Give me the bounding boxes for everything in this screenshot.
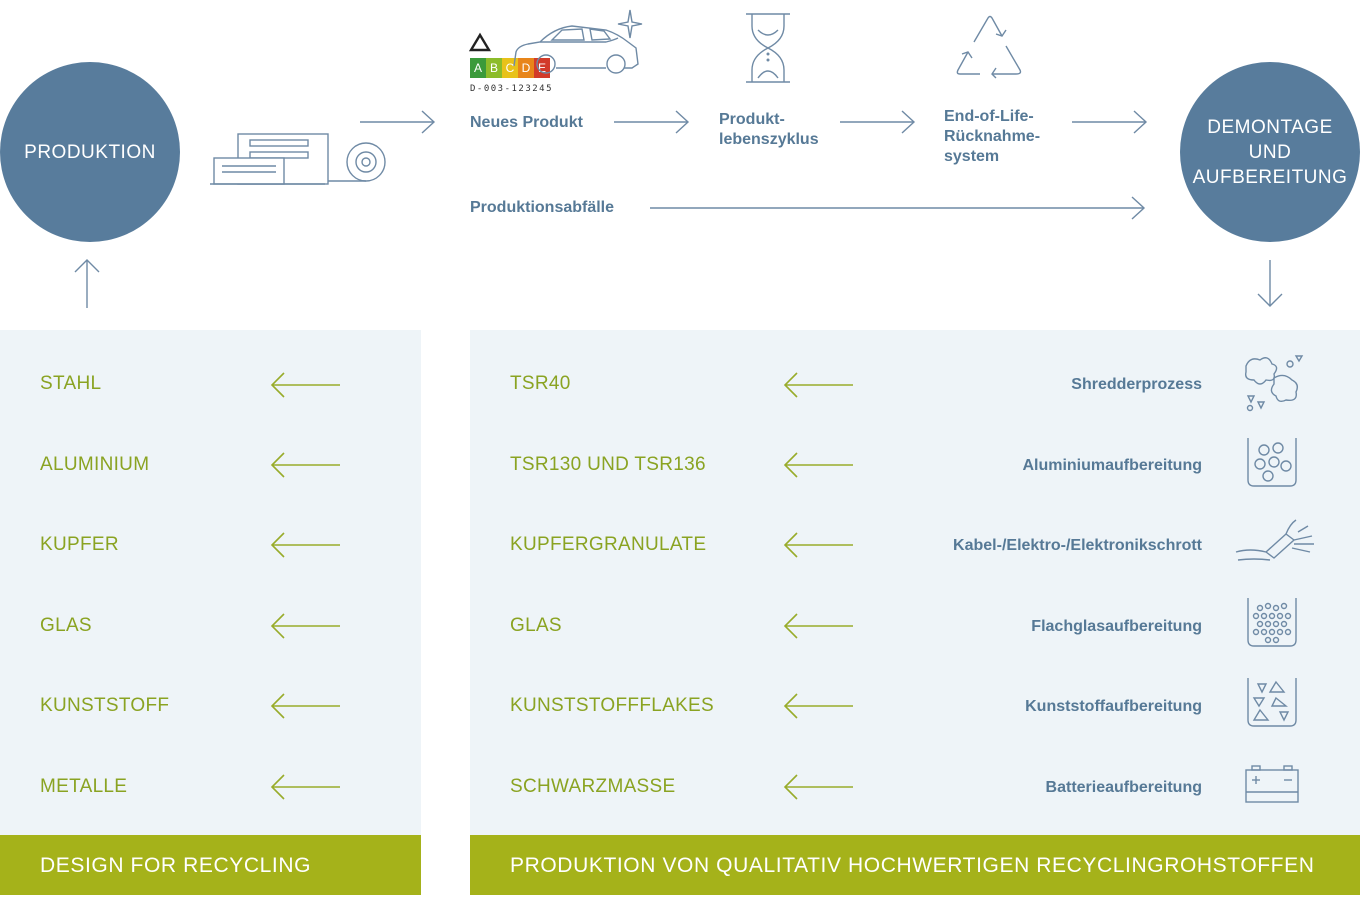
plastic-beaker-icon — [1247, 678, 1297, 727]
arrow-left-icon — [270, 774, 340, 800]
arrow-right-icon — [614, 110, 690, 134]
right-material-panel — [470, 330, 1360, 835]
right-material-item: SCHWARZMASSE — [510, 776, 676, 797]
arrow-left-icon — [783, 372, 853, 398]
flow-label-produktionsabfaelle: Produktionsabfälle — [470, 199, 615, 216]
car-icon — [513, 9, 643, 74]
arrow-left-icon — [783, 693, 853, 719]
aluminium-beaker-icon — [1247, 438, 1297, 487]
right-material-item: TSR40 — [510, 373, 571, 394]
arrow-down-icon — [1257, 260, 1283, 307]
right-material-item: KUNSTSTOFFFLAKES — [510, 695, 714, 716]
right-material-item: KUPFERGRANULATE — [510, 534, 707, 555]
flat-glass-beaker-icon — [1247, 598, 1297, 647]
left-material-item: METALLE — [40, 776, 128, 797]
energy-grade-a: A — [470, 58, 486, 78]
arrow-left-icon — [270, 452, 340, 478]
arrow-left-icon — [783, 532, 853, 558]
arrow-left-icon — [783, 774, 853, 800]
demontage-circle: DEMONTAGE UND AUFBEREITUNG — [1180, 62, 1360, 242]
process-label: Kabel-/Elektro-/Elektronikschrott — [953, 537, 1202, 554]
long-arrow-right-icon — [650, 196, 1146, 220]
hourglass-icon — [746, 13, 790, 83]
process-label: Kunststoffaufbereitung — [1025, 698, 1202, 715]
process-label: Shredderprozess — [1071, 376, 1202, 393]
cable-icon — [1235, 519, 1314, 561]
process-label: Batterieaufbereitung — [1045, 779, 1202, 796]
flow-label-end-of-life: End-of-Life- Rücknahme- system — [944, 108, 1041, 165]
shredder-icon — [1244, 355, 1304, 412]
flow-label-neues-produkt: Neues Produkt — [470, 114, 583, 131]
left-panel-footer: DESIGN FOR RECYCLING — [0, 835, 421, 895]
energy-grade-d: D — [518, 58, 534, 78]
right-material-item: GLAS — [510, 615, 562, 636]
left-material-item: KUNSTSTOFF — [40, 695, 170, 716]
product-code: D-003-123245 — [470, 84, 554, 94]
energy-grade-b: B — [486, 58, 502, 78]
arrow-left-icon — [270, 613, 340, 639]
demontage-label: DEMONTAGE UND AUFBEREITUNG — [1192, 116, 1348, 188]
factory-icon — [210, 133, 329, 185]
left-material-item: STAHL — [40, 373, 102, 394]
process-label: Flachglasaufbereitung — [1031, 618, 1202, 635]
arrow-left-icon — [783, 613, 853, 639]
coil-icon — [328, 142, 386, 182]
arrow-left-icon — [783, 452, 853, 478]
arrow-left-icon — [270, 372, 340, 398]
left-material-item: GLAS — [40, 615, 92, 636]
arrow-up-icon — [74, 259, 100, 308]
flow-label-produktlebenszyklus: Produkt- lebenszyklus — [719, 111, 819, 148]
recycling-triangle-icon — [956, 15, 1022, 79]
left-material-panel — [0, 330, 421, 835]
arrow-left-icon — [270, 532, 340, 558]
left-material-item: KUPFER — [40, 534, 119, 555]
process-label: Aluminiumaufbereitung — [1022, 457, 1202, 474]
arrow-right-icon — [360, 110, 436, 134]
battery-icon — [1245, 765, 1299, 803]
right-panel-footer: PRODUKTION VON QUALITATIV HOCHWERTIGEN R… — [470, 835, 1360, 895]
recycle-icon — [468, 32, 492, 52]
produktion-circle: PRODUKTION — [0, 62, 180, 242]
right-material-item: TSR130 UND TSR136 — [510, 454, 706, 475]
arrow-right-icon — [840, 110, 916, 134]
arrow-left-icon — [270, 693, 340, 719]
left-material-item: ALUMINIUM — [40, 454, 150, 475]
arrow-right-icon — [1072, 110, 1148, 134]
produktion-label: PRODUKTION — [24, 141, 156, 163]
